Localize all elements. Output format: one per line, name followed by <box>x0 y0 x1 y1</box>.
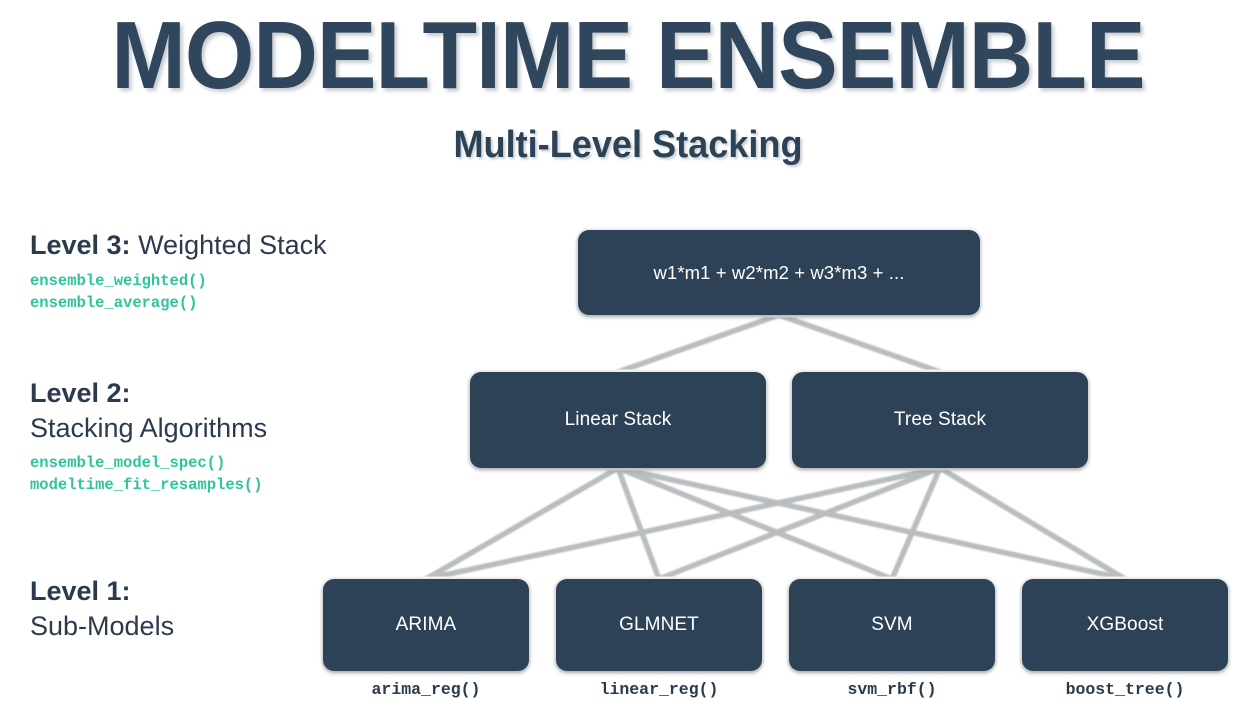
edge-weighted-to-tree <box>776 312 943 375</box>
level-1-label-group: Level 1: Sub-Models <box>30 574 174 643</box>
level-2-heading-strong: Level 2: <box>30 378 131 408</box>
level-3-label-group: Level 3: Weighted Stack ensemble_weighte… <box>30 228 327 314</box>
level-3-heading-rest: Weighted Stack <box>130 230 327 260</box>
level-3-function-2: ensemble_average() <box>30 293 198 312</box>
page-title: MODELTIME ENSEMBLE <box>111 2 1145 109</box>
level-2-label-group: Level 2: Stacking Algorithms ensemble_mo… <box>30 376 267 496</box>
level-1-heading-second: Sub-Models <box>30 610 175 641</box>
level-3-function-1: ensemble_weighted() <box>30 271 207 290</box>
node-linear-stack[interactable]: Linear Stack <box>470 372 766 468</box>
node-glmnet-label: GLMNET <box>619 614 699 635</box>
node-tree-stack-label: Tree Stack <box>893 409 987 430</box>
edge-linear-to-svm <box>615 465 895 582</box>
node-arima[interactable]: ARIMA <box>323 579 529 671</box>
level-2-function-2: modeltime_fit_resamples() <box>30 476 263 495</box>
level-2-heading-second: Stacking Algorithms <box>30 412 268 443</box>
node-weighted-stack-label: w1*m1 + w2*m2 + w3*m3 + ... <box>653 261 905 283</box>
level-1-heading-strong: Level 1: <box>30 576 131 606</box>
node-weighted-stack[interactable]: w1*m1 + w2*m2 + w3*m3 + ... <box>578 230 980 315</box>
edge-tree-to-arima <box>423 465 943 582</box>
edge-linear-to-glmnet <box>615 465 662 582</box>
level-1-heading: Level 1: Sub-Models <box>30 574 174 643</box>
node-glmnet[interactable]: GLMNET <box>556 579 762 671</box>
caption-arima: arima_reg() <box>371 680 481 699</box>
node-xgboost-label: XGBoost <box>1086 614 1164 635</box>
caption-glmnet: linear_reg() <box>599 680 719 699</box>
level-2-functions: ensemble_model_spec() modeltime_fit_resa… <box>30 452 267 496</box>
node-tree-stack[interactable]: Tree Stack <box>792 372 1088 468</box>
edge-tree-to-svm <box>889 465 943 582</box>
edge-weighted-to-linear <box>615 312 782 375</box>
page-subtitle: Multi-Level Stacking <box>453 124 803 166</box>
caption-xgboost: boost_tree() <box>1065 680 1185 699</box>
node-svm-label: SVM <box>871 614 913 635</box>
level-2-heading: Level 2: Stacking Algorithms <box>30 376 267 445</box>
level-2-function-1: ensemble_model_spec() <box>30 454 226 473</box>
node-linear-stack-label: Linear Stack <box>564 409 672 430</box>
edge-linear-to-arima <box>423 465 621 582</box>
level-3-heading: Level 3: Weighted Stack <box>30 228 327 263</box>
header: MODELTIME ENSEMBLE Multi-Level Stacking <box>0 0 1256 166</box>
level-3-heading-strong: Level 3: <box>30 230 131 260</box>
node-xgboost[interactable]: XGBoost <box>1022 579 1228 671</box>
edge-linear-to-xgboost <box>615 465 1128 582</box>
node-svm[interactable]: SVM <box>789 579 995 671</box>
edge-tree-to-glmnet <box>656 465 943 582</box>
node-arima-label: ARIMA <box>395 614 457 635</box>
edge-tree-to-xgboost <box>937 465 1128 582</box>
caption-svm: svm_rbf() <box>847 680 937 699</box>
level-3-functions: ensemble_weighted() ensemble_average() <box>30 270 327 314</box>
